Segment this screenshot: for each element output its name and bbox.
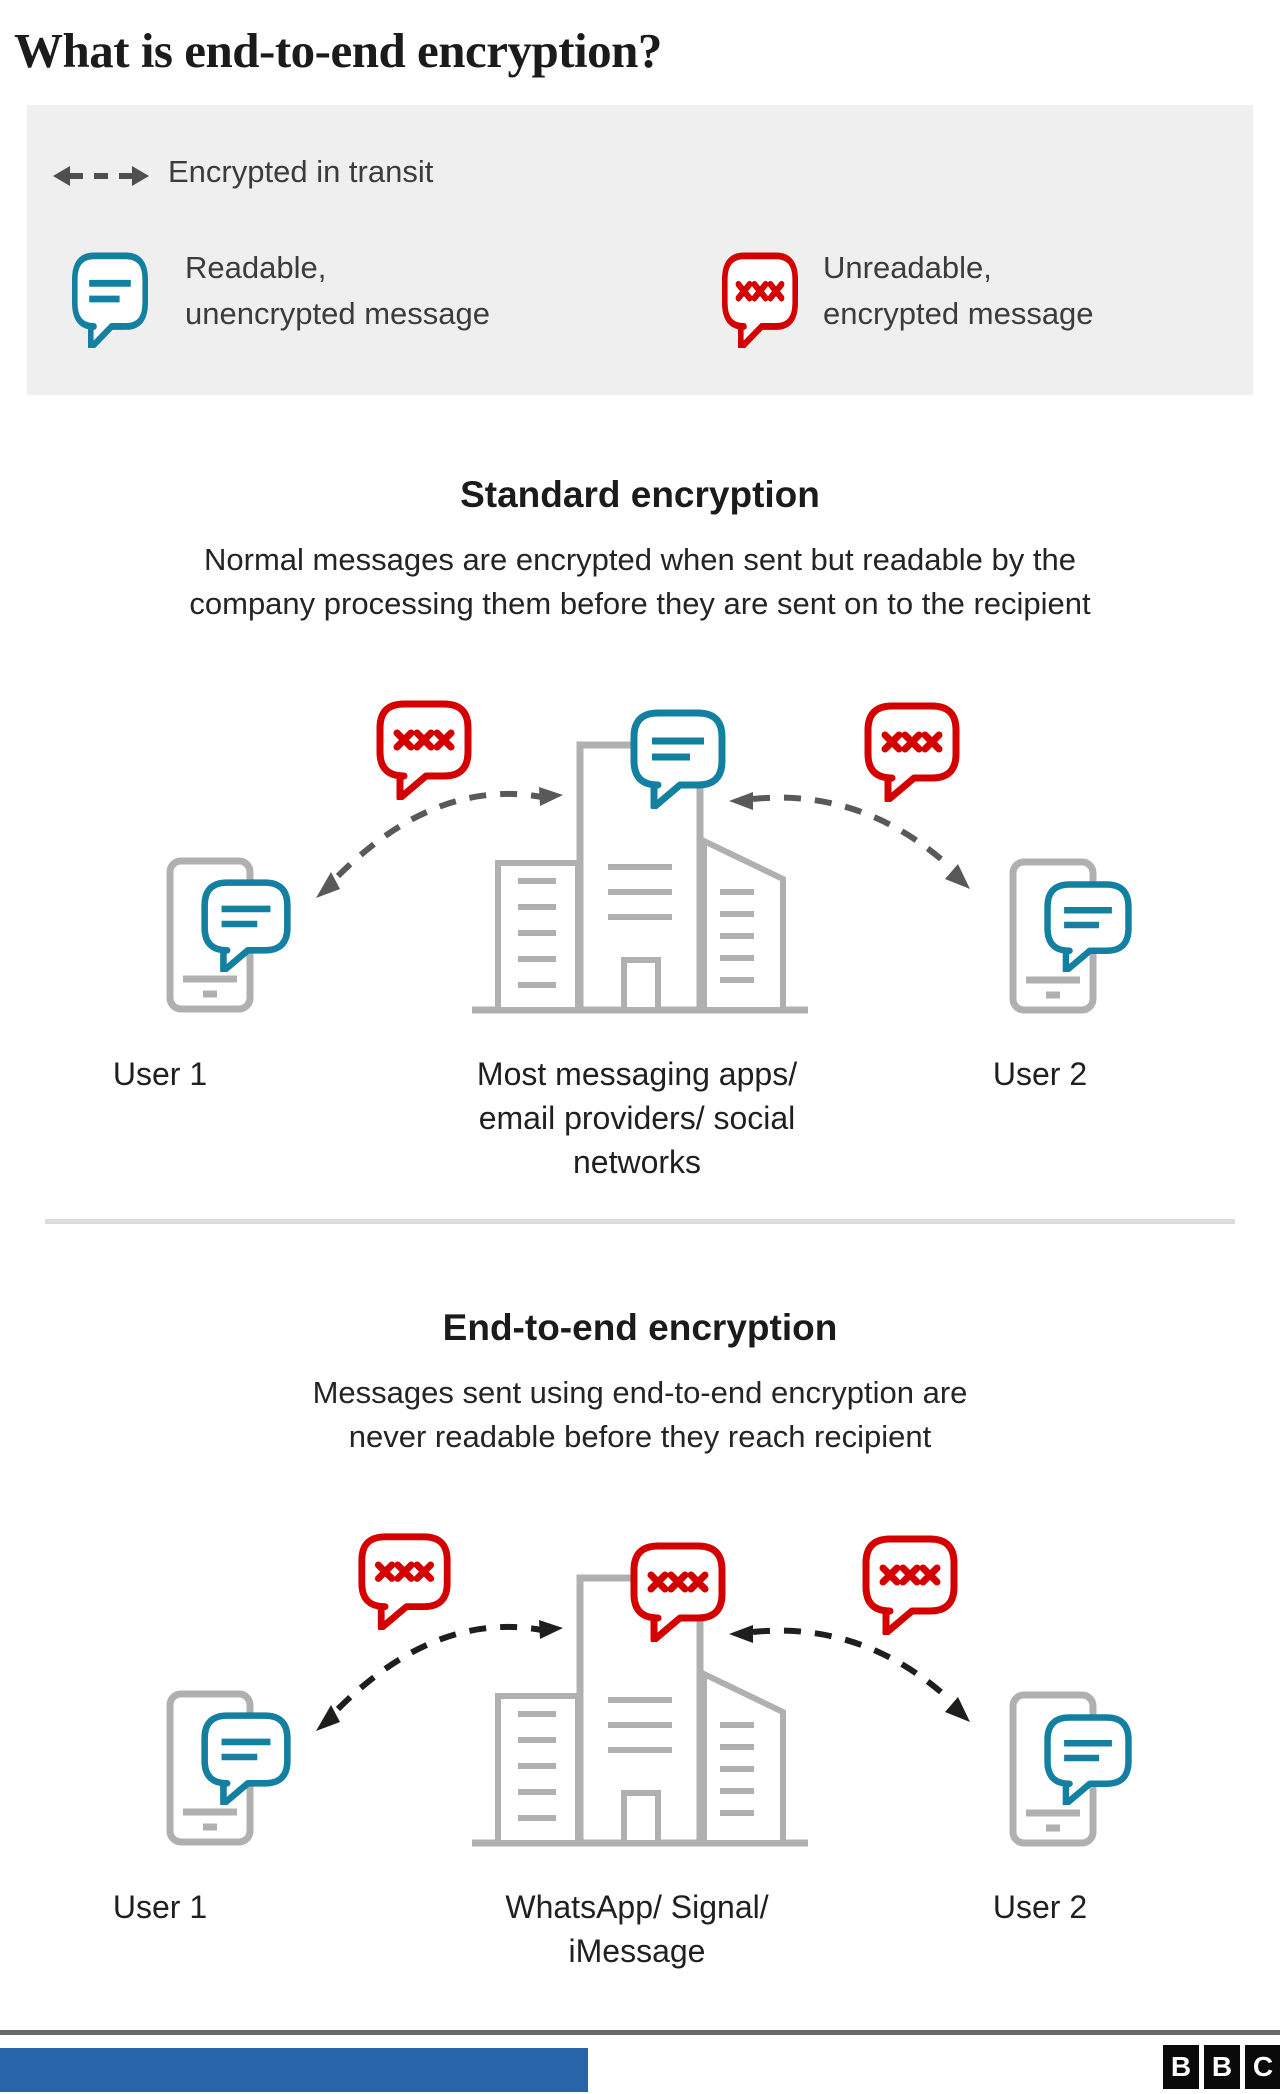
standard-encryption-diagram [0,650,1280,1022]
bbc-logo-block: B [1163,2045,1199,2089]
readable-message-icon [70,250,150,348]
bbc-logo-block: C [1245,2045,1280,2089]
encrypted-message-icon [720,250,800,348]
e2e-encryption-diagram [0,1483,1280,1855]
label-user1: User 1 [112,1056,208,1092]
label-provider: Most messaging apps/ email providers/ so… [476,1056,798,1180]
bbc-logo-block: B [1204,2045,1240,2089]
encrypted-message-icon [866,1539,954,1633]
double-headed-dashed-arrow-icon [53,166,149,186]
encrypted-message-icon [380,704,468,798]
footer-rule [0,2030,1280,2035]
label-user2: User 2 [992,1056,1088,1092]
section-heading-standard: Standard encryption [460,474,820,515]
transit-arrow-left [316,1620,563,1731]
legend-box: Encrypted in transit Readable, unencrypt… [27,105,1253,395]
encrypted-message-icon [868,706,956,800]
section-description-e2e: Messages sent using end-to-end encryptio… [312,1375,968,1454]
transit-arrow-left [316,787,563,898]
section-heading-e2e: End-to-end encryption [442,1307,838,1348]
footer-accent-bar [0,2048,588,2092]
transit-arrow-right [729,792,970,889]
provider-building-icon [472,1578,808,1843]
legend-transit-label: Encrypted in transit [168,154,434,189]
page-title: What is end-to-end encryption? [14,23,662,78]
transit-arrow-right [729,1625,970,1722]
company-building-icon [472,745,808,1010]
bbc-logo: B B C [1163,2045,1280,2089]
legend-encrypted-label: Unreadable, encrypted message [823,250,1094,331]
section-divider [45,1219,1235,1224]
legend-readable-label: Readable, unencrypted message [185,250,491,331]
label-provider: WhatsApp/ Signal/ iMessage [505,1889,769,1969]
label-user1: User 1 [112,1889,208,1925]
section-description-standard: Normal messages are encrypted when sent … [189,542,1091,621]
label-user2: User 2 [992,1889,1088,1925]
encrypted-message-icon [362,1537,447,1628]
